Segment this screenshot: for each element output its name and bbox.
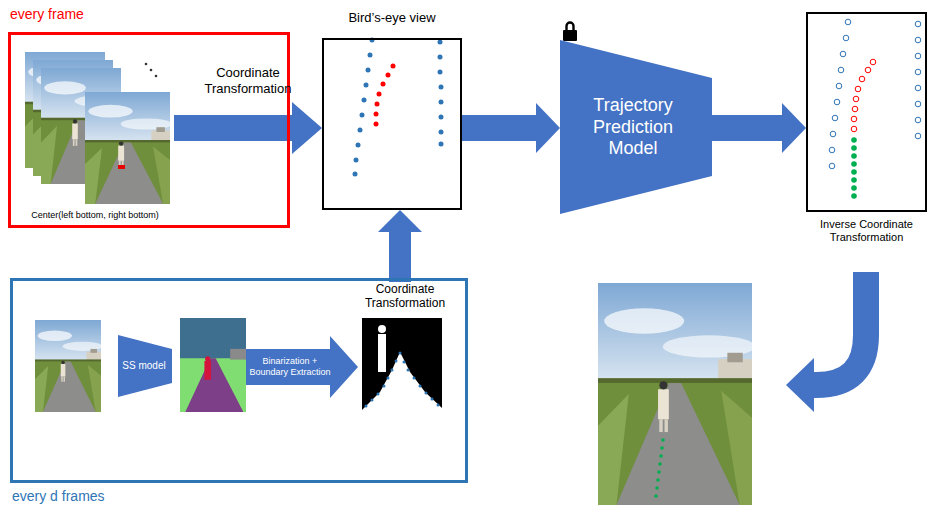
text-slot: every frame <box>10 6 130 23</box>
block-arrow <box>712 103 806 153</box>
text-slot: Center(left bottom, right bottom) <box>16 210 174 221</box>
ss-model-trapezoid: SS model <box>118 335 172 397</box>
node-label: Coordinate Transformation <box>355 282 455 311</box>
lock-icon <box>563 23 577 42</box>
output-photo <box>598 283 755 505</box>
node-label: Inverse Coordinate Transformation <box>814 218 919 244</box>
trajectory-points <box>374 64 396 127</box>
step-label: Binarization + Boundary Extraction <box>244 356 336 378</box>
binary-mask-box: Coordinate Transformation <box>355 282 455 428</box>
frame-group: every frameCenter(left bottom, right bot… <box>8 6 290 228</box>
box-outline <box>322 38 462 210</box>
model-trapezoid: Trajectory Prediction Model <box>560 40 712 214</box>
trapezoid-fill <box>118 335 172 397</box>
frame-stack <box>25 52 172 204</box>
text-slot: Bird’s-eye view <box>322 10 462 26</box>
birds-eye-view-box: Bird’s-eye view <box>322 8 462 210</box>
node-label: SS model <box>120 360 168 372</box>
trapezoid-fill <box>560 40 712 214</box>
segmentation-group: every d frames SS model Coordinate Transfo… <box>10 278 468 512</box>
text-slot: Coordinate Transformation <box>355 282 455 311</box>
block-arrow <box>378 210 422 282</box>
text-slot: Coordinate Transformation <box>196 65 300 96</box>
frame-stack-box: Center(left bottom, right bottom) <box>16 48 174 226</box>
inverse-arrow <box>786 272 866 412</box>
block-arrow <box>462 103 560 153</box>
birds-eye-points <box>353 38 444 177</box>
block-arrow <box>174 102 322 154</box>
input-photo <box>35 320 102 412</box>
text-slot: every d frames <box>12 488 172 505</box>
node-label: Trajectory Prediction Model <box>568 95 698 160</box>
output-points <box>829 19 921 199</box>
text-slot: Trajectory Prediction Model <box>568 95 698 160</box>
text-slot: SS model <box>120 360 168 372</box>
output-view-box: Inverse Coordinate Transformation <box>806 12 927 270</box>
binary-mask <box>362 318 442 426</box>
node-label: Bird’s-eye view <box>322 10 462 26</box>
node-label: Center(left bottom, right bottom) <box>16 210 174 221</box>
arrow-label: Coordinate Transformation <box>196 65 300 96</box>
text-slot: Binarization + Boundary Extraction <box>244 356 336 378</box>
box-outline <box>8 32 290 228</box>
segmentation-map <box>180 318 246 412</box>
box-outline <box>806 12 927 212</box>
node-label: every frame <box>10 6 130 23</box>
text-slot: Inverse Coordinate Transformation <box>814 218 919 244</box>
node-label: every d frames <box>12 488 172 505</box>
